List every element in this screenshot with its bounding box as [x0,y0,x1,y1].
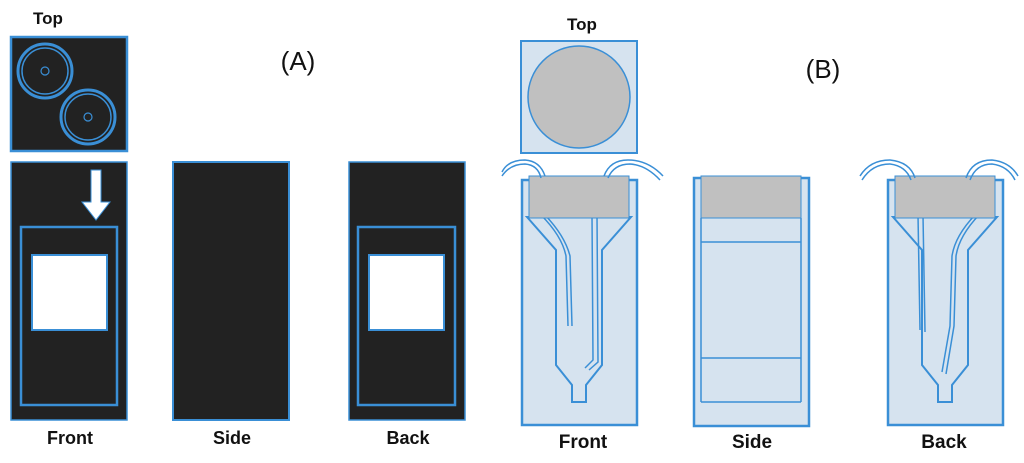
panel-b-back-label: Back [921,432,967,453]
panel-b-top-view [520,40,638,154]
panel-a-front-label: Front [47,428,93,448]
panel-b-side-view [692,175,811,428]
panel-b-back-view [859,159,1019,427]
panel-b-label: (B) [806,54,841,84]
down-arrow-icon [80,169,112,221]
panel-a-label: (A) [281,46,316,76]
panel-a-top-label: Top [33,9,63,28]
panel-a-back-view [348,161,466,421]
panel-b-top-label: Top [567,15,597,34]
panel-a-side-view [172,161,290,421]
panel-a-top-view [9,35,129,153]
panel-b-front-view [501,159,664,427]
panel-a-back-label: Back [386,428,430,448]
panel-b-side-label: Side [732,432,772,453]
panel-a-side-label: Side [213,428,251,448]
panel-a-front-view [10,161,128,421]
panel-b-front-label: Front [559,432,608,453]
